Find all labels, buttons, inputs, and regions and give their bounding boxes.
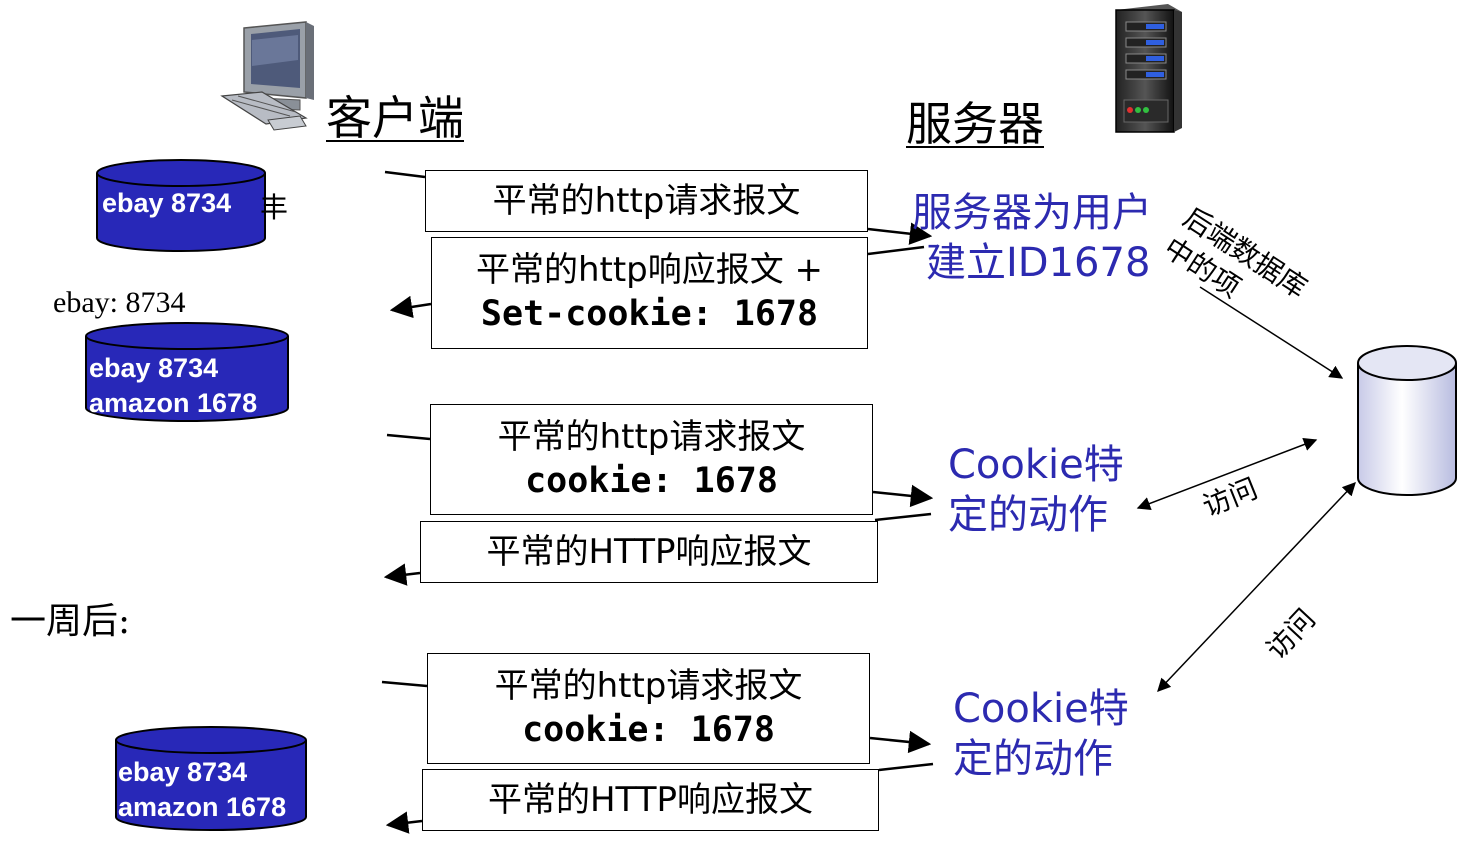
resp1-arrow-client [389,295,432,319]
cookie-header-2: cookie: 1678 [525,460,778,501]
req1-line-client [384,170,426,179]
cookie-store-2-line-1: ebay 8734 [89,353,219,383]
request-1-text: 平常的http请求报文 [492,180,801,221]
db-entry-arrow [1199,286,1344,379]
resp2-line-server [874,512,932,522]
server-create-id-line-2: 建立ID1678 [926,240,1151,286]
client-heading: 客户端 [326,91,464,145]
req3-line-client [381,680,428,688]
ebay-cookie-label: ebay: 8734 [53,286,186,319]
http-response-message-2: 平常的HTTP响应报文 [420,521,878,583]
resp3-line-server [878,762,934,772]
cookie-action-note-1: Cookie特 定的动作 [948,440,1124,540]
cookie-store-cylinder-2 [85,322,289,422]
cookie-store-3-line-2: amazon 1678 [118,792,287,822]
resp2-arrow-client [383,563,421,586]
server-tower-icon [1115,4,1182,133]
req2-line-client [386,433,431,441]
cookie-store-1-text: ebay 8734 [102,186,231,221]
http-request-message-1: 平常的http请求报文 [425,170,868,232]
http-response-message-3: 平常的HTTP响应报文 [422,769,879,831]
cookie-store-cylinder-3 [115,726,307,831]
cookie-store-3-text: ebay 8734 amazon 1678 [118,755,286,825]
req3-arrow-server [869,730,932,754]
cookie-file-fragment: 丰 [260,191,289,224]
cookie-store-1-line-1: ebay 8734 [102,188,232,218]
cookie-store-2-line-2: amazon 1678 [89,388,258,418]
cookie-action-note-2: Cookie特 定的动作 [953,684,1129,784]
http-request-message-3: 平常的http请求报文 cookie: 1678 [427,653,870,764]
access-arrow-2 [1157,482,1356,692]
req1-arrow-server [867,222,933,245]
server-heading: 服务器 [906,97,1044,151]
one-week-later-label: 一周后: [10,601,131,642]
cookie-store-3-line-1: ebay 8734 [118,757,248,787]
http-response-message-1: 平常的http响应报文 + Set-cookie: 1678 [431,237,868,349]
http-request-message-2: 平常的http请求报文 cookie: 1678 [430,404,873,515]
cookie-action-1-line-1: Cookie特 [948,442,1124,488]
desktop-computer-icon [220,21,314,131]
cookie-action-2-line-2: 定的动作 [953,736,1113,782]
cookie-action-2-line-1: Cookie特 [953,686,1129,732]
cookie-action-1-line-2: 定的动作 [948,492,1108,538]
response-2-text: 平常的HTTP响应报文 [486,531,812,572]
backend-database-cylinder [1357,345,1457,496]
cookie-store-2-text: ebay 8734 amazon 1678 [89,351,257,421]
cookie-header-3: cookie: 1678 [522,709,775,750]
response-1-text: 平常的http响应报文 + [475,250,824,291]
resp3-arrow-client [385,811,423,834]
req2-arrow-server [872,484,934,508]
resp1-line-server [867,245,925,256]
server-create-id-line-1: 服务器为用户 [912,190,1152,236]
request-3-text: 平常的http请求报文 [494,665,803,706]
set-cookie-header: Set-cookie: 1678 [480,294,819,335]
response-3-text: 平常的HTTP响应报文 [487,779,813,820]
cookie-store-cylinder-1 [96,159,266,252]
server-create-id-note: 服务器为用户 建立ID1678 [912,188,1152,288]
request-2-text: 平常的http请求报文 [497,416,806,457]
